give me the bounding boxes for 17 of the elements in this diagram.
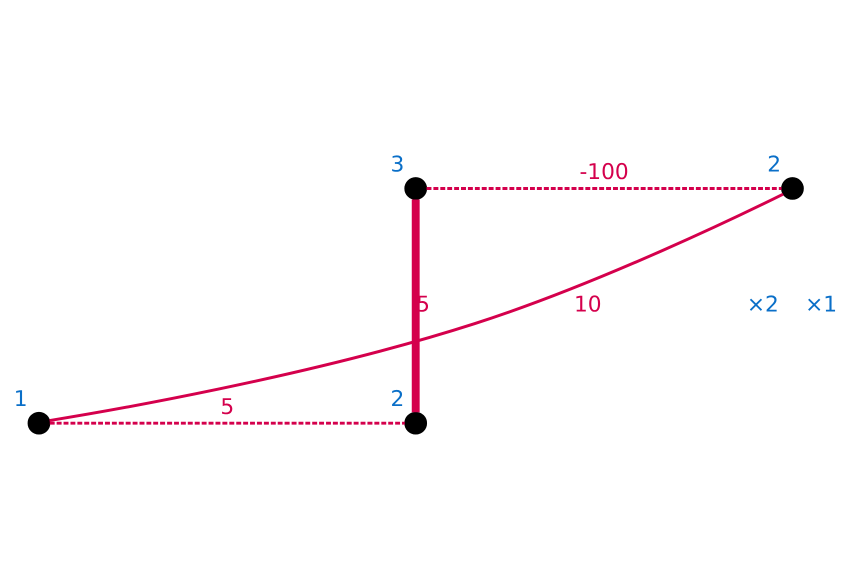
label: ×1 — [805, 292, 838, 318]
node-label: 1 — [14, 387, 28, 412]
node-circle — [404, 412, 428, 435]
label: ×2 — [746, 292, 779, 318]
connector — [426, 186, 782, 190]
connector — [412, 199, 420, 412]
node-circle — [28, 412, 50, 435]
node-label: 2 — [767, 152, 782, 178]
connector — [50, 422, 405, 425]
node-label: 3 — [390, 152, 404, 178]
connector — [49, 192, 784, 422]
edge-label: 5 — [220, 394, 234, 420]
edge-label: -100 — [579, 160, 629, 186]
edge-label: 10 — [574, 292, 602, 318]
node-circle — [781, 177, 804, 200]
node-label: 2 — [390, 387, 404, 412]
node-circle — [404, 177, 428, 200]
